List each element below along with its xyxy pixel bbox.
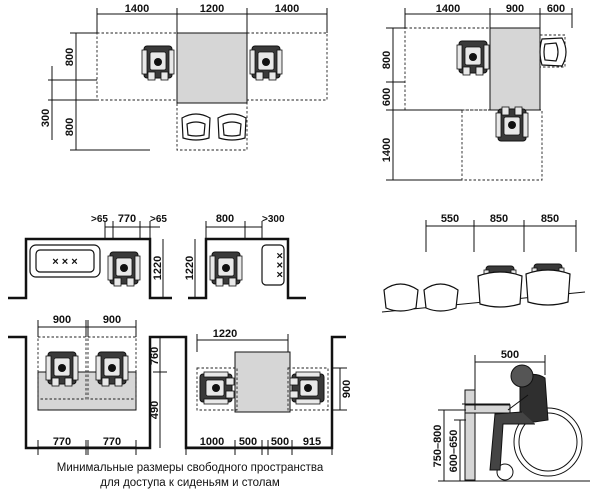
seat-e-1 [383,283,419,312]
dim-f-900-a: 900 [53,314,71,326]
plan-c: × × × >65 770 >65 1220 [8,213,172,300]
table-b [489,27,541,111]
dim-b-900: 900 [506,3,524,15]
dim-g-500-b: 500 [271,436,289,448]
dim-f-900-b: 900 [103,314,121,326]
dim-f-770-b: 770 [103,436,121,448]
chair-a-1 [181,113,211,141]
plan-a: 1400 1200 1400 800 300 800 [40,3,328,151]
table-g [234,351,291,413]
dim-b-600-side: 600 [381,88,393,106]
dim-g-1000: 1000 [200,436,224,448]
caption-line-2: для доступа к сиденьям и столам [100,477,280,489]
dim-d-1220: 1220 [184,256,196,280]
dim-d-300: >300 [262,214,285,225]
dim-g-915: 915 [303,436,321,448]
dim-c-65-right: >65 [150,214,167,225]
wheelchair-d [209,251,243,287]
plan-b: 1400 900 600 800 600 1400 [381,3,573,181]
dim-a-1400-right: 1400 [275,3,299,15]
dim-b-1400-side: 1400 [381,138,393,162]
wheel-h [513,407,583,477]
wheelchair-f-1 [45,351,79,387]
table-a [176,32,248,104]
wheelchair-g-right [289,371,325,405]
dim-e-850-a: 850 [490,213,508,225]
dim-a-1200: 1200 [200,3,224,15]
wheelchair-b-bottom [495,106,529,142]
dim-f-770-a: 770 [53,436,71,448]
wheelchair-f-2 [95,351,129,387]
svg-text:× × ×: × × × [52,256,77,268]
dim-g-1220: 1220 [213,328,237,340]
dim-b-600-top: 600 [547,3,565,15]
wheelchair-g-left [199,371,235,405]
wheelchair-a-left [141,45,175,81]
plan-g: 1220 900 1000 500 500 915 [172,328,353,455]
dim-h-600-650: 600–650 [448,430,460,473]
dim-a-800-top: 800 [64,48,76,66]
dim-f-490: 490 [149,401,161,419]
dim-g-900: 900 [341,380,353,398]
wheelchair-a-right [249,45,283,81]
dim-a-800-bottom: 800 [64,118,76,136]
wheelchair-b-left [456,40,490,76]
dim-d-800: 800 [216,213,234,225]
chair-b [539,37,567,67]
plan-f: 900 900 760 490 770 770 [8,314,172,455]
dim-a-1400-left: 1400 [125,3,149,15]
dim-e-850-b: 850 [541,213,559,225]
dim-f-760: 760 [149,347,161,365]
dim-c-770: 770 [118,213,136,225]
dim-b-1400: 1400 [436,3,460,15]
caption-line-1: Минимальные размеры свободного пространс… [57,462,324,474]
dim-b-800: 800 [381,51,393,69]
plan-e: 550 850 850 [381,213,586,313]
desk-h [464,404,511,414]
dim-h-500: 500 [501,349,519,361]
svg-text:× × ×: × × × [273,252,285,277]
chair-a-2 [217,113,247,141]
dim-g-500-a: 500 [239,436,257,448]
dim-a-300: 300 [40,109,52,127]
plan-d: × × × 800 >300 1220 [184,213,306,300]
dim-h-750-800: 750–800 [432,425,444,468]
dim-c-65-left: >65 [91,214,108,225]
side-table-d [261,244,285,286]
dim-e-550: 550 [441,213,459,225]
elevation-h: 500 750–800 600–650 [432,349,590,482]
dim-c-1220: 1220 [152,256,164,280]
seat-e-2 [423,283,459,312]
wheelchair-c [107,251,141,287]
